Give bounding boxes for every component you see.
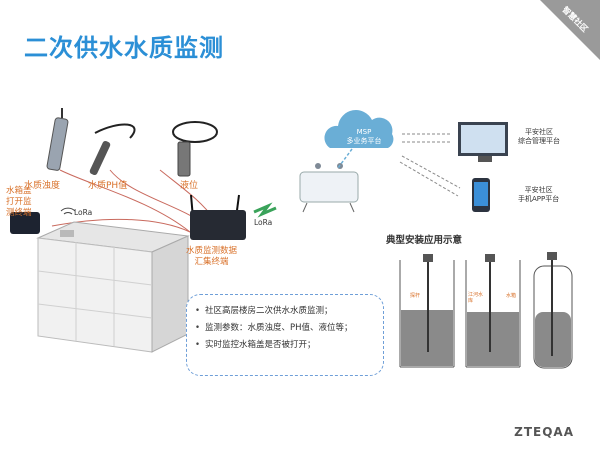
collector-line-2: 汇集终端 — [194, 257, 229, 267]
lid-terminal-icon — [10, 212, 40, 234]
platform-mgmt-label: 平安社区 综合管理平台 — [518, 128, 560, 146]
msp-line-1: MSP — [356, 128, 372, 136]
link-turbidity — [59, 169, 191, 233]
tank-lid-line-1: 水箱盖 — [6, 186, 32, 196]
lora-label-collector: LoRa — [254, 218, 273, 227]
collector-line-1: 水质监测数据 — [186, 246, 238, 256]
lora-label-lid: LoRa — [74, 208, 93, 217]
tank-lid-line-2: 打开监 — [6, 197, 32, 207]
platform-mgmt-line-2: 综合管理平台 — [518, 137, 560, 145]
monitor-icon — [458, 122, 508, 162]
install-title: 典型安装应用示意 — [386, 235, 463, 246]
install-label-river: 江河水库 — [468, 292, 484, 304]
platform-app-line-2: 手机APP平台 — [518, 195, 560, 203]
platform-app-label: 平安社区 手机APP平台 — [518, 186, 559, 204]
lora-signal-icon — [253, 202, 277, 218]
gateway-to-cloud-link — [337, 148, 353, 169]
sensor-label-level: 液位 — [180, 181, 199, 191]
ph-probe-icon — [89, 123, 136, 176]
msp-label: MSP 多业务平台 — [332, 128, 396, 146]
brand-logo: ZTEQAA — [514, 425, 574, 439]
install-diagram-2 — [465, 254, 521, 368]
install-label-tank: 水箱 — [506, 293, 517, 299]
feature-box: 社区高层楼房二次供水水质监测； 监测参数：水质浊度、PH值、液位等； 实时监控水… — [186, 294, 384, 376]
level-probe-icon — [172, 121, 218, 177]
water-tank-icon — [36, 221, 190, 353]
corner-ribbon — [540, 0, 600, 60]
cloud-to-platform-arrows — [399, 133, 461, 197]
platform-app-line-1: 平安社区 — [524, 186, 553, 194]
cloud-icon — [324, 110, 394, 148]
install-diagram-3 — [533, 252, 573, 369]
install-label-probe: 探杆 — [410, 293, 421, 299]
sensor-label-ph: 水质PH值 — [88, 181, 128, 191]
page-title: 二次供水水质监测 — [24, 34, 224, 62]
tank-lid-label: 水箱盖 打开监 测终端 — [6, 186, 32, 219]
gateway-icon — [299, 163, 359, 213]
phone-icon — [472, 178, 490, 212]
collector-box-icon — [190, 194, 246, 240]
turbidity-probe-icon — [46, 108, 69, 171]
wifi-icon — [60, 207, 76, 215]
sensor-label-turbidity: 水质浊度 — [24, 181, 61, 191]
feature-item: 实时监控水箱盖是否被打开； — [195, 337, 383, 354]
collector-label: 水质监测数据 汇集终端 — [186, 246, 237, 268]
feature-item: 监测参数：水质浊度、PH值、液位等； — [195, 320, 383, 337]
install-diagram-1 — [399, 254, 455, 368]
feature-item: 社区高层楼房二次供水水质监测； — [195, 303, 383, 320]
msp-line-2: 多业务平台 — [346, 137, 382, 145]
tank-lid-line-3: 测终端 — [6, 208, 32, 218]
platform-mgmt-line-1: 平安社区 — [525, 128, 553, 136]
